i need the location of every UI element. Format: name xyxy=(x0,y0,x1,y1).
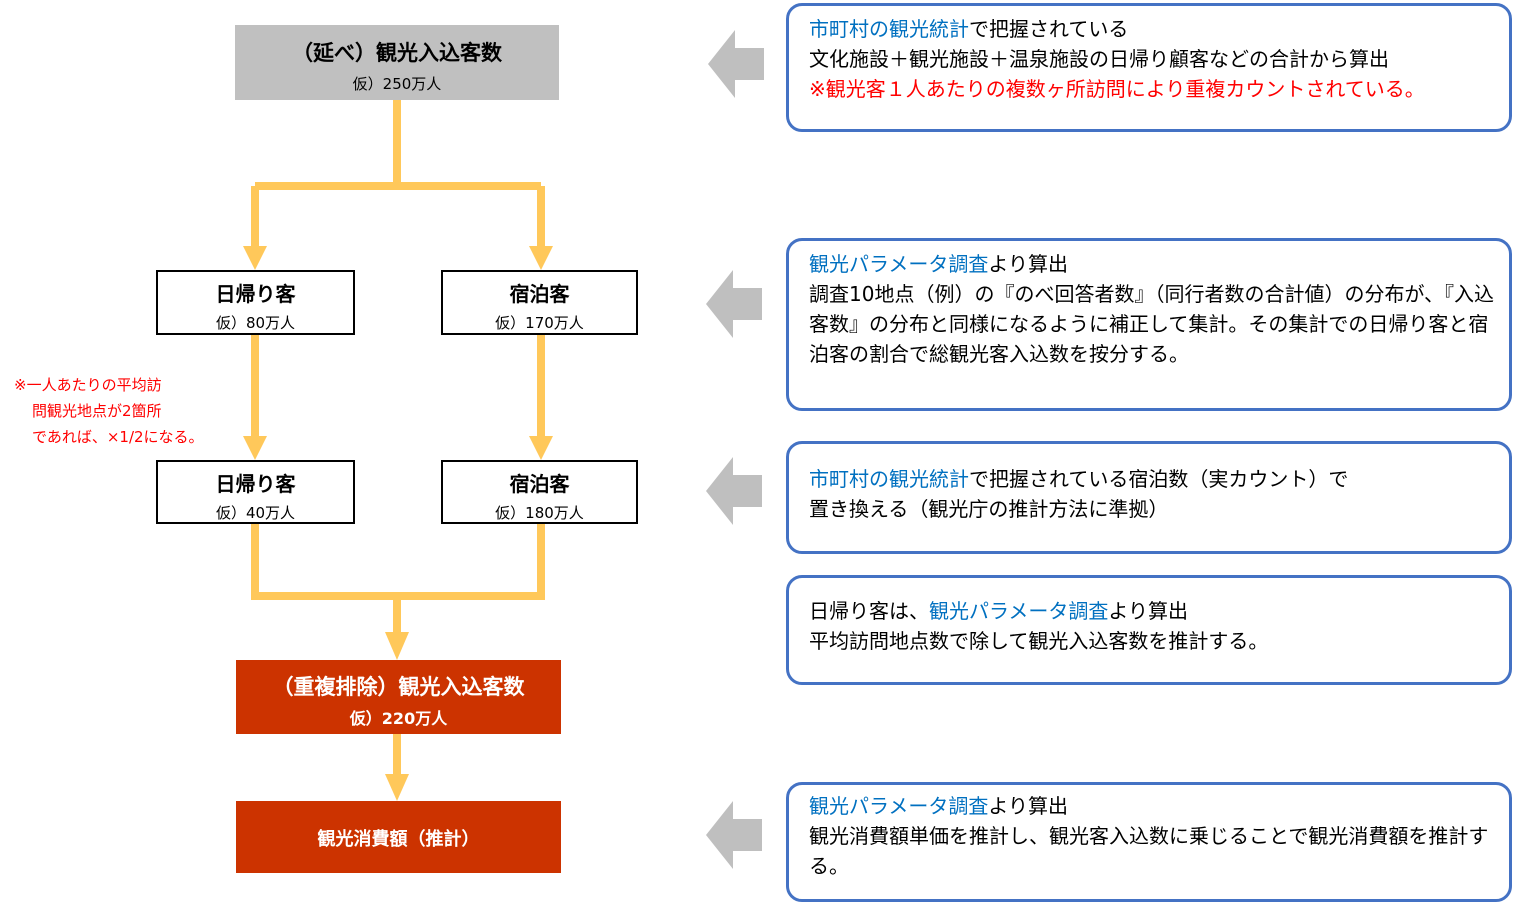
callout-1-warning: ※観光客１人あたりの複数ヶ所訪問により重複カウントされている。 xyxy=(809,77,1425,101)
gray-arrow-3 xyxy=(706,457,762,525)
overnight-title-2: 宿泊客 xyxy=(509,472,570,496)
note-line-2: 問観光地点が2箇所 xyxy=(32,402,162,420)
overnight-box-2: 宿泊客 仮）180万人 xyxy=(441,460,638,524)
tourism-spending-title: 観光消費額（推計） xyxy=(317,829,480,850)
callout-3-source: 市町村の観光統計 xyxy=(809,467,969,491)
total-visitors-value: 仮）250万人 xyxy=(352,75,442,93)
callout-parameter-survey: 観光パラメータ調査より算出 調査10地点（例）の『のべ回答者数』（同行者数の合計… xyxy=(786,238,1512,411)
gray-arrow-1 xyxy=(708,30,764,98)
callout-5-line-1: 観光パラメータ調査より算出 xyxy=(809,791,1495,821)
day-trip-title-1: 日帰り客 xyxy=(215,282,296,306)
callout-5-body: 観光消費額単価を推計し、観光客入込数に乗じることで観光消費額を推計する。 xyxy=(809,824,1489,878)
callout-1-line-1: 市町村の観光統計で把握されている xyxy=(809,14,1495,44)
arrowhead-spend xyxy=(385,774,409,801)
arrowhead-stay2 xyxy=(529,436,553,460)
callout-3-line-2: 置き換える（観光庁の推計方法に準拠） xyxy=(809,497,1169,521)
callout-municipal-stats: 市町村の観光統計で把握されている 文化施設＋観光施設＋温泉施設の日帰り顧客などの… xyxy=(786,3,1512,132)
callout-4-source: 観光パラメータ調査 xyxy=(929,599,1109,623)
average-visits-note: ※一人あたりの平均訪 問観光地点が2箇所 であれば、×1/2になる。 xyxy=(14,372,244,450)
merge-connector xyxy=(251,523,545,636)
dedup-visitors-value: 仮）220万人 xyxy=(349,709,448,728)
overnight-value-1: 仮）170万人 xyxy=(495,314,584,332)
day-trip-value-2: 仮）40万人 xyxy=(215,504,296,522)
tourism-spending-box: 観光消費額（推計） xyxy=(236,801,561,873)
callout-2-source: 観光パラメータ調査 xyxy=(809,252,989,276)
day-trip-box-1: 日帰り客 仮）80万人 xyxy=(156,270,355,335)
day-trip-title-2: 日帰り客 xyxy=(215,472,296,496)
total-visitors-box: （延べ）観光入込客数 仮）250万人 xyxy=(235,25,559,100)
callout-overnight-count: 市町村の観光統計で把握されている宿泊数（実カウント）で 置き換える（観光庁の推計… xyxy=(786,441,1512,554)
overnight-title-1: 宿泊客 xyxy=(509,282,570,306)
callout-1-text-1: で把握されている xyxy=(969,17,1129,41)
callout-2-text-1: より算出 xyxy=(988,252,1069,276)
callout-day-trip-estimate: 日帰り客は、観光パラメータ調査より算出 平均訪問地点数で除して観光入込客数を推計… xyxy=(786,575,1512,685)
callout-1-source: 市町村の観光統計 xyxy=(809,17,969,41)
gray-arrow-4 xyxy=(706,801,762,869)
callout-3-line-1: 市町村の観光統計で把握されている宿泊数（実カウント）で xyxy=(809,464,1495,494)
split-connector xyxy=(251,100,545,250)
callout-5-source: 観光パラメータ調査 xyxy=(809,794,989,818)
callout-4-prefix: 日帰り客は、 xyxy=(809,599,929,623)
arrowhead-day1 xyxy=(243,246,267,270)
gray-arrow-2 xyxy=(706,270,762,338)
day-trip-box-2: 日帰り客 仮）40万人 xyxy=(156,460,355,524)
total-visitors-title: （延べ）観光入込客数 xyxy=(292,41,502,65)
callout-4-text-1: より算出 xyxy=(1108,599,1189,623)
note-line-1: ※一人あたりの平均訪 xyxy=(14,376,162,394)
callout-4-line-2: 平均訪問地点数で除して観光入込客数を推計する。 xyxy=(809,629,1269,653)
overnight-value-2: 仮）180万人 xyxy=(495,504,584,522)
callout-1-line-2: 文化施設＋観光施設＋温泉施設の日帰り顧客などの合計から算出 xyxy=(809,47,1389,71)
day-trip-value-1: 仮）80万人 xyxy=(215,314,296,332)
callout-5-text-1: より算出 xyxy=(988,794,1069,818)
overnight-box-1: 宿泊客 仮）170万人 xyxy=(441,270,638,335)
note-line-3: であれば、×1/2になる。 xyxy=(32,428,204,446)
callout-4-line-1: 日帰り客は、観光パラメータ調査より算出 xyxy=(809,596,1495,626)
callout-2-body: 調査10地点（例）の『のべ回答者数』（同行者数の合計値）の分布が、『入込客数』の… xyxy=(809,282,1495,366)
arrowhead-day2 xyxy=(243,436,267,460)
arrowhead-stay1 xyxy=(529,246,553,270)
arrowhead-dedup xyxy=(385,632,409,660)
callout-3-text-1: で把握されている宿泊数（実カウント）で xyxy=(969,467,1349,491)
dedup-visitors-box: （重複排除）観光入込客数 仮）220万人 xyxy=(236,660,561,734)
callout-spending-estimate: 観光パラメータ調査より算出 観光消費額単価を推計し、観光客入込数に乗じることで観… xyxy=(786,782,1512,902)
callout-2-line-1: 観光パラメータ調査より算出 xyxy=(809,249,1495,279)
dedup-visitors-title: （重複排除）観光入込客数 xyxy=(272,675,525,699)
